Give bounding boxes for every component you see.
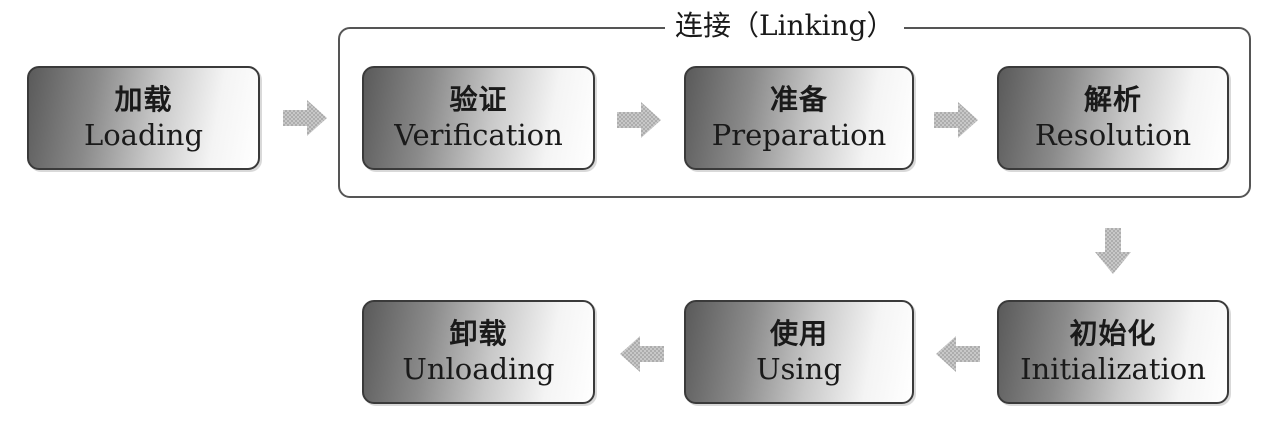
stage-using-en: Using: [756, 352, 842, 386]
stage-initialization-zh: 初始化: [1069, 317, 1157, 350]
stage-unloading-en: Unloading: [402, 352, 555, 386]
stage-using: 使用 Using: [684, 300, 914, 404]
arrow-down-icon: [1095, 228, 1131, 274]
stage-initialization: 初始化 Initialization: [997, 300, 1229, 404]
stage-initialization-en: Initialization: [1020, 352, 1206, 386]
stage-resolution-en: Resolution: [1034, 118, 1192, 152]
stage-resolution-zh: 解析: [1083, 83, 1142, 116]
stage-loading: 加载 Loading: [27, 66, 260, 170]
arrow-left-icon: [936, 336, 980, 372]
stage-loading-en: Loading: [83, 118, 204, 152]
stage-preparation-en: Preparation: [711, 118, 887, 152]
arrow-left-icon: [620, 336, 664, 372]
stage-using-zh: 使用: [769, 317, 828, 350]
stage-verification-zh: 验证: [449, 83, 508, 116]
stage-verification-en: Verification: [394, 118, 563, 152]
stage-loading-zh: 加载: [114, 83, 173, 116]
stage-preparation: 准备 Preparation: [684, 66, 914, 170]
stage-preparation-zh: 准备: [769, 83, 828, 116]
stage-unloading-zh: 卸载: [449, 317, 508, 350]
stage-resolution: 解析 Resolution: [997, 66, 1229, 170]
linking-group-title: 连接（Linking）: [665, 8, 905, 44]
arrow-right-icon: [934, 102, 978, 138]
stage-verification: 验证 Verification: [362, 66, 595, 170]
arrow-right-icon: [283, 100, 327, 136]
stage-unloading: 卸载 Unloading: [362, 300, 595, 404]
arrow-right-icon: [617, 102, 661, 138]
